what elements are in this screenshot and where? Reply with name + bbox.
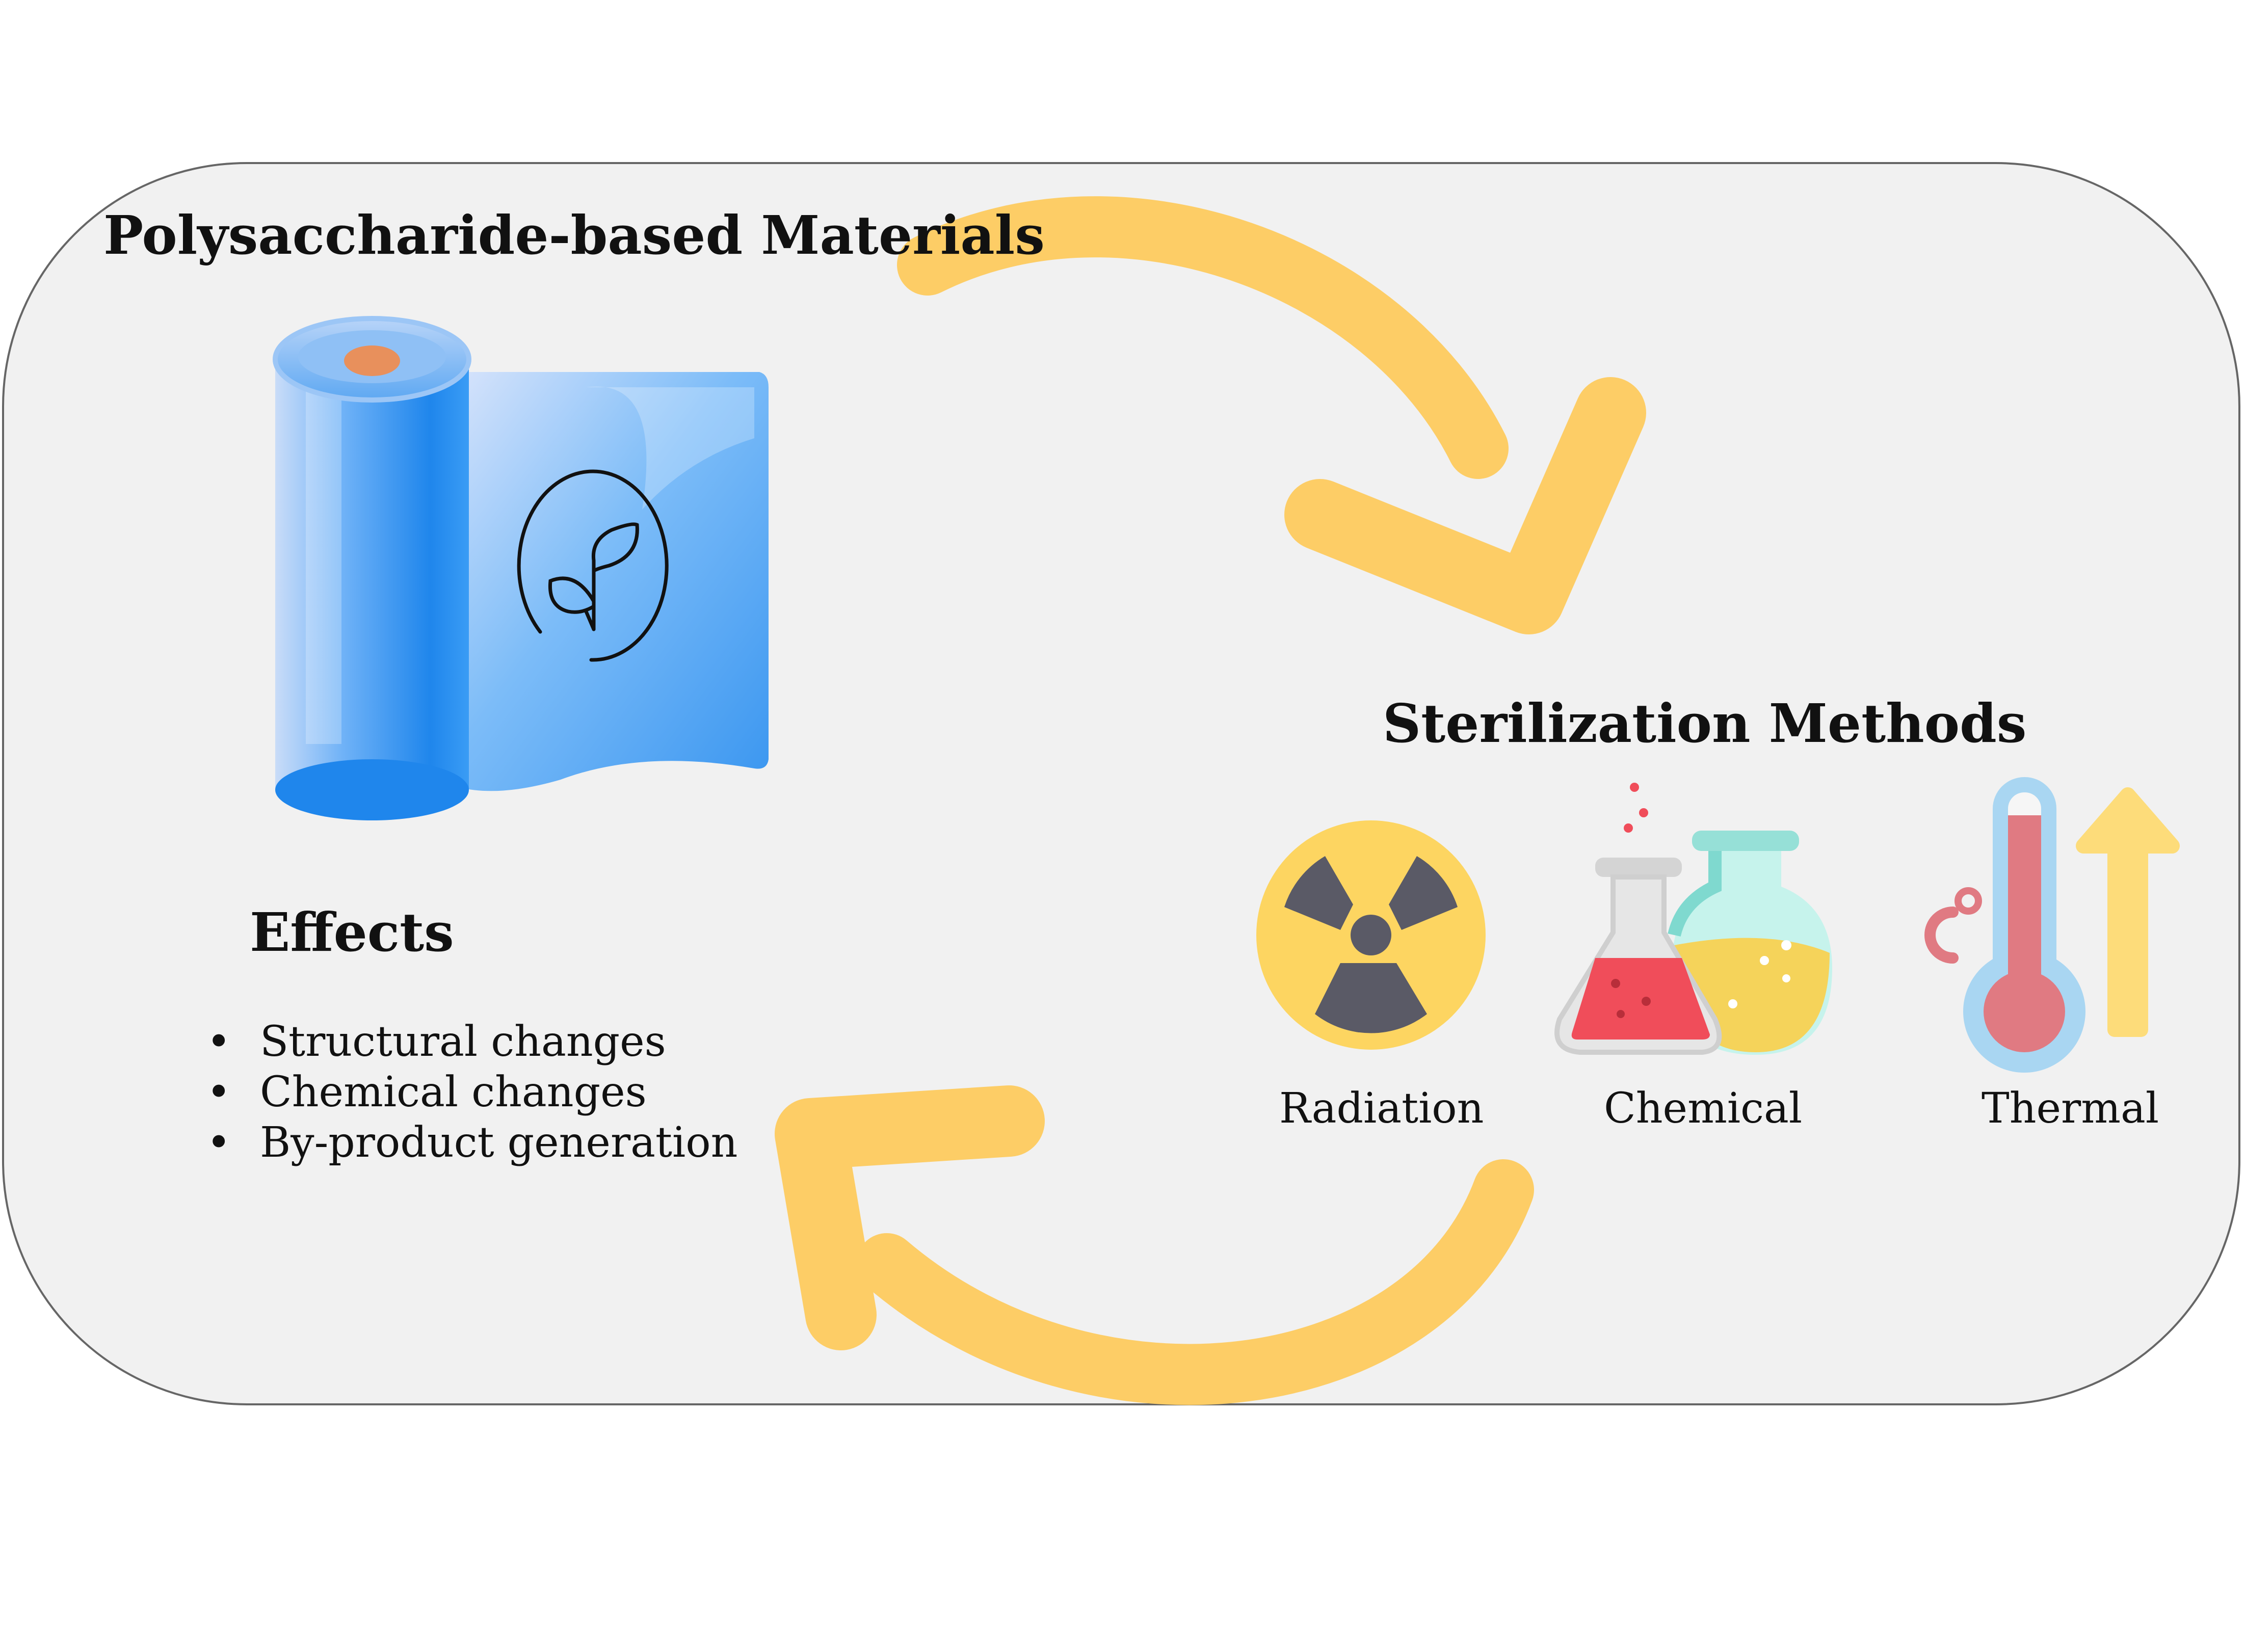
sterilization-title: Sterilization Methods	[1383, 692, 2027, 755]
effects-list: •Structural changes •Chemical changes •B…	[206, 1017, 737, 1168]
material-roll-icon	[273, 316, 769, 820]
bottom-cycle-arrow	[775, 1085, 1534, 1405]
effect-structural: Structural changes	[260, 1018, 666, 1066]
top-cycle-arrow	[897, 196, 1646, 634]
leaf-icon	[517, 469, 669, 662]
effect-chemical: Chemical changes	[260, 1068, 647, 1116]
method-label-chemical: Chemical	[1604, 1084, 1803, 1133]
materials-title: Polysaccharide-based Materials	[103, 204, 1045, 267]
list-item: •Chemical changes	[206, 1068, 647, 1116]
effect-byproduct: By-product generation	[260, 1118, 738, 1167]
method-label-radiation: Radiation	[1279, 1084, 1484, 1133]
radiation-icon	[1256, 820, 1486, 1050]
list-item: •Structural changes	[206, 1018, 666, 1066]
method-label-thermal: Thermal	[1982, 1084, 2159, 1133]
effects-title: Effects	[250, 901, 454, 964]
chemical-flasks-icon	[1554, 783, 1832, 1055]
list-item: •By-product generation	[206, 1118, 738, 1167]
thermometer-icon	[1924, 777, 2180, 1073]
